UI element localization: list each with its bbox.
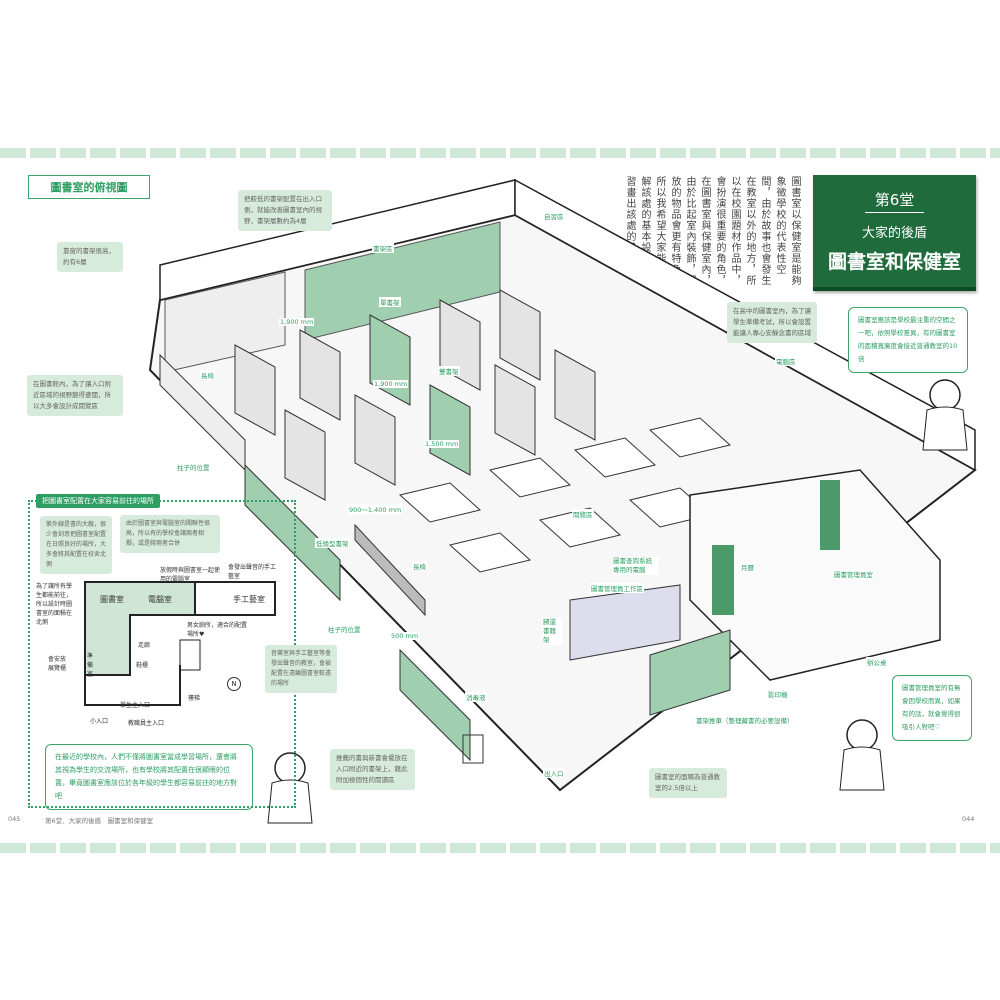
bottom-band	[0, 843, 1000, 853]
label-reading: 閱覽區	[572, 509, 594, 519]
label-low-shelf: 低矮型書架	[315, 538, 350, 548]
label-dim-1500: 1,500 mm	[424, 440, 460, 448]
label-study: 自習區	[543, 211, 565, 221]
intro-text: 圖書室以保健室是能夠象徵學校的代表性空間，由於故事也會發生在教室以外的地方，所以…	[624, 176, 800, 286]
low-shelf-green	[244, 463, 341, 602]
label-dim-500: 500 mm	[390, 632, 420, 640]
plan-craft-room: 手工藝室	[233, 595, 265, 604]
callout-study-area: 在高中的圖書室內，為了讓學生準備考試，所以會設置能讓人專心安靜念書的區域	[727, 302, 817, 343]
bookshelf	[299, 329, 341, 421]
character-teacher-bottom-left-body	[267, 779, 313, 824]
character-teacher-top-head	[929, 379, 961, 411]
plan-stairs: 樓梯	[188, 695, 201, 702]
plan-storage: 準備室	[87, 653, 94, 678]
door-green-back	[820, 480, 840, 550]
label-bench: 長椅	[200, 370, 215, 380]
green-bookshelf	[429, 384, 471, 476]
label-dim-1900b: 1,900 mm	[373, 380, 409, 388]
lesson-number: 第6堂	[864, 189, 925, 213]
bookshelf	[554, 349, 596, 441]
character-teacher-bottom-right-body	[839, 746, 885, 791]
speech-bubble-top-right: 圖書室應該是學校最注重的空間之一吧，依照學校差異，有的圖書室的面積寬廣度會接近普…	[848, 307, 968, 373]
label-dim-900: 900～1,400 mm	[348, 504, 403, 514]
label-entrance: 出入口	[543, 768, 565, 778]
bench	[354, 523, 426, 617]
label-dim-1900a: 1,900 mm	[279, 318, 315, 326]
chapter-title: 圖書室和保健室	[827, 251, 961, 273]
plan-shoe: 鞋櫃	[136, 662, 149, 669]
bookshelf	[494, 364, 536, 456]
label-office-desk: 辦公桌	[866, 657, 888, 667]
plan-pc-note: 放假時與圖書室一起使用的電腦室	[160, 567, 221, 583]
plan-left-note: 為了讓所有學生都能前往，所以設計時圖書室的面積在北側	[36, 583, 73, 626]
callout-low-shelves: 把較低的書架配置在出入口側，就能改善圖書室內的視野，書架層數約為4層	[238, 190, 332, 231]
reading-table	[398, 482, 482, 523]
label-shelf-area: 書架區	[372, 243, 394, 253]
librarian-room	[689, 469, 941, 681]
bookshelf	[234, 344, 276, 436]
note-craft: 音樂室與手工藝室等會發出聲音的教室，會被配置在遠離圖書室較遠的場所	[265, 645, 337, 693]
label-single-shelf: 單書架	[379, 297, 401, 307]
plan-lobby-note: 會安放展覽櫃	[48, 656, 67, 672]
note-north: 紫外線是書的大敵，很少會刻意把圖書室配置在日照良好的場所，大多會將其配置在校舍北…	[40, 516, 112, 574]
plan-library: 圖書室	[100, 595, 124, 604]
new-book-shelf	[399, 648, 471, 762]
label-return-shelf: 歸還書籍架	[542, 618, 562, 645]
top-band	[0, 148, 1000, 158]
label-copier: 影印機	[767, 689, 789, 699]
plan-computer-room: 電腦室	[148, 595, 172, 604]
left-page-number: 045	[8, 815, 21, 823]
plan-toilet-note: 男女廁所，適合的配置場所♥	[187, 622, 248, 638]
label-sanitizer: 消毒液	[465, 692, 487, 702]
note-computer: 由於圖書室與電腦室的關聯性很高，所以有的學校會讓兩者相鄰，或是將兩者合併	[120, 515, 220, 553]
floor-plan-tag: 把圖書室配置在大家容易前往的場所	[36, 494, 160, 508]
sanitizer-stand	[462, 734, 484, 764]
bookshelf	[354, 394, 396, 486]
north-arrow: N	[227, 677, 241, 691]
character-teacher-top-body	[922, 406, 968, 451]
chapter-subtitle: 大家的後盾	[861, 226, 927, 241]
right-page-number: 044	[962, 815, 975, 823]
plan-main-entrance: 學生主入口	[120, 702, 151, 709]
door-green	[712, 545, 734, 615]
speech-bubble-bottom-left: 在最近的學校內，人們不僅將圖書室當成學習場所，還會將其視為學生的交流場所，也有學…	[45, 744, 253, 810]
chalkboard-title: 第6堂 大家的後盾 圖書室和保健室	[813, 175, 976, 291]
bookshelf	[499, 289, 541, 381]
label-double-shelf: 雙書架	[438, 366, 460, 376]
plan-rooms	[195, 581, 276, 616]
section-title: 圖書室的俯視圖	[28, 175, 150, 199]
plan-small-entrance: 小入口	[90, 718, 109, 725]
plan-lobby	[84, 665, 181, 706]
reading-table	[488, 457, 572, 498]
label-calendar: 月曆	[740, 562, 755, 572]
reading-table	[448, 532, 532, 573]
plan-staircase	[179, 639, 201, 671]
book-cart	[649, 629, 731, 716]
reading-table	[648, 417, 732, 458]
label-search-pc: 圖書查詢系統專用的電腦	[612, 557, 658, 575]
reading-table	[573, 437, 657, 478]
low-shelf	[159, 353, 246, 472]
callout-area: 圖書室的面積為普通教室的2.5倍以上	[649, 768, 727, 798]
label-desk: 圖書管理員工作區	[590, 583, 644, 593]
label-librarian-room: 圖書管理員室	[833, 569, 874, 579]
label-pillar2: 柱子的位置	[327, 624, 362, 634]
label-book-cart: 書架推車（整理藏書的必要設備）	[695, 715, 795, 725]
plan-craft-note: 會發出聲音的手工藝室	[228, 564, 277, 580]
left-running-head: 第6堂．大家的後盾 圖書室和保健室	[45, 817, 154, 825]
bookshelf	[284, 409, 326, 501]
callout-new-books: 推薦的書與新書會擺放在入口附近的書架上，藉此附加極個性的閱讀區	[330, 749, 415, 790]
callout-window-shelves: 靠窗的書架很高，約有6層	[57, 242, 123, 272]
label-pillar: 柱子的位置	[176, 462, 211, 472]
callout-reading-area: 在圖書館內，為了讓入口附近區域的視野變得遼闊，所以大多會設計成閱覽區	[27, 375, 123, 416]
label-bench2: 長椅	[412, 561, 427, 571]
label-computer: 電腦區	[775, 356, 797, 366]
plan-staff-entrance: 教職員主入口	[128, 720, 165, 727]
character-teacher-bottom-right-head	[846, 719, 878, 751]
window-bookshelf	[164, 271, 286, 373]
plan-corridor: 走廊	[138, 642, 151, 649]
speech-bubble-bottom-right: 圖書管理員室的有無會因學校而異，如果有的話，就會覺得很吸引人對吧♡	[892, 675, 972, 741]
